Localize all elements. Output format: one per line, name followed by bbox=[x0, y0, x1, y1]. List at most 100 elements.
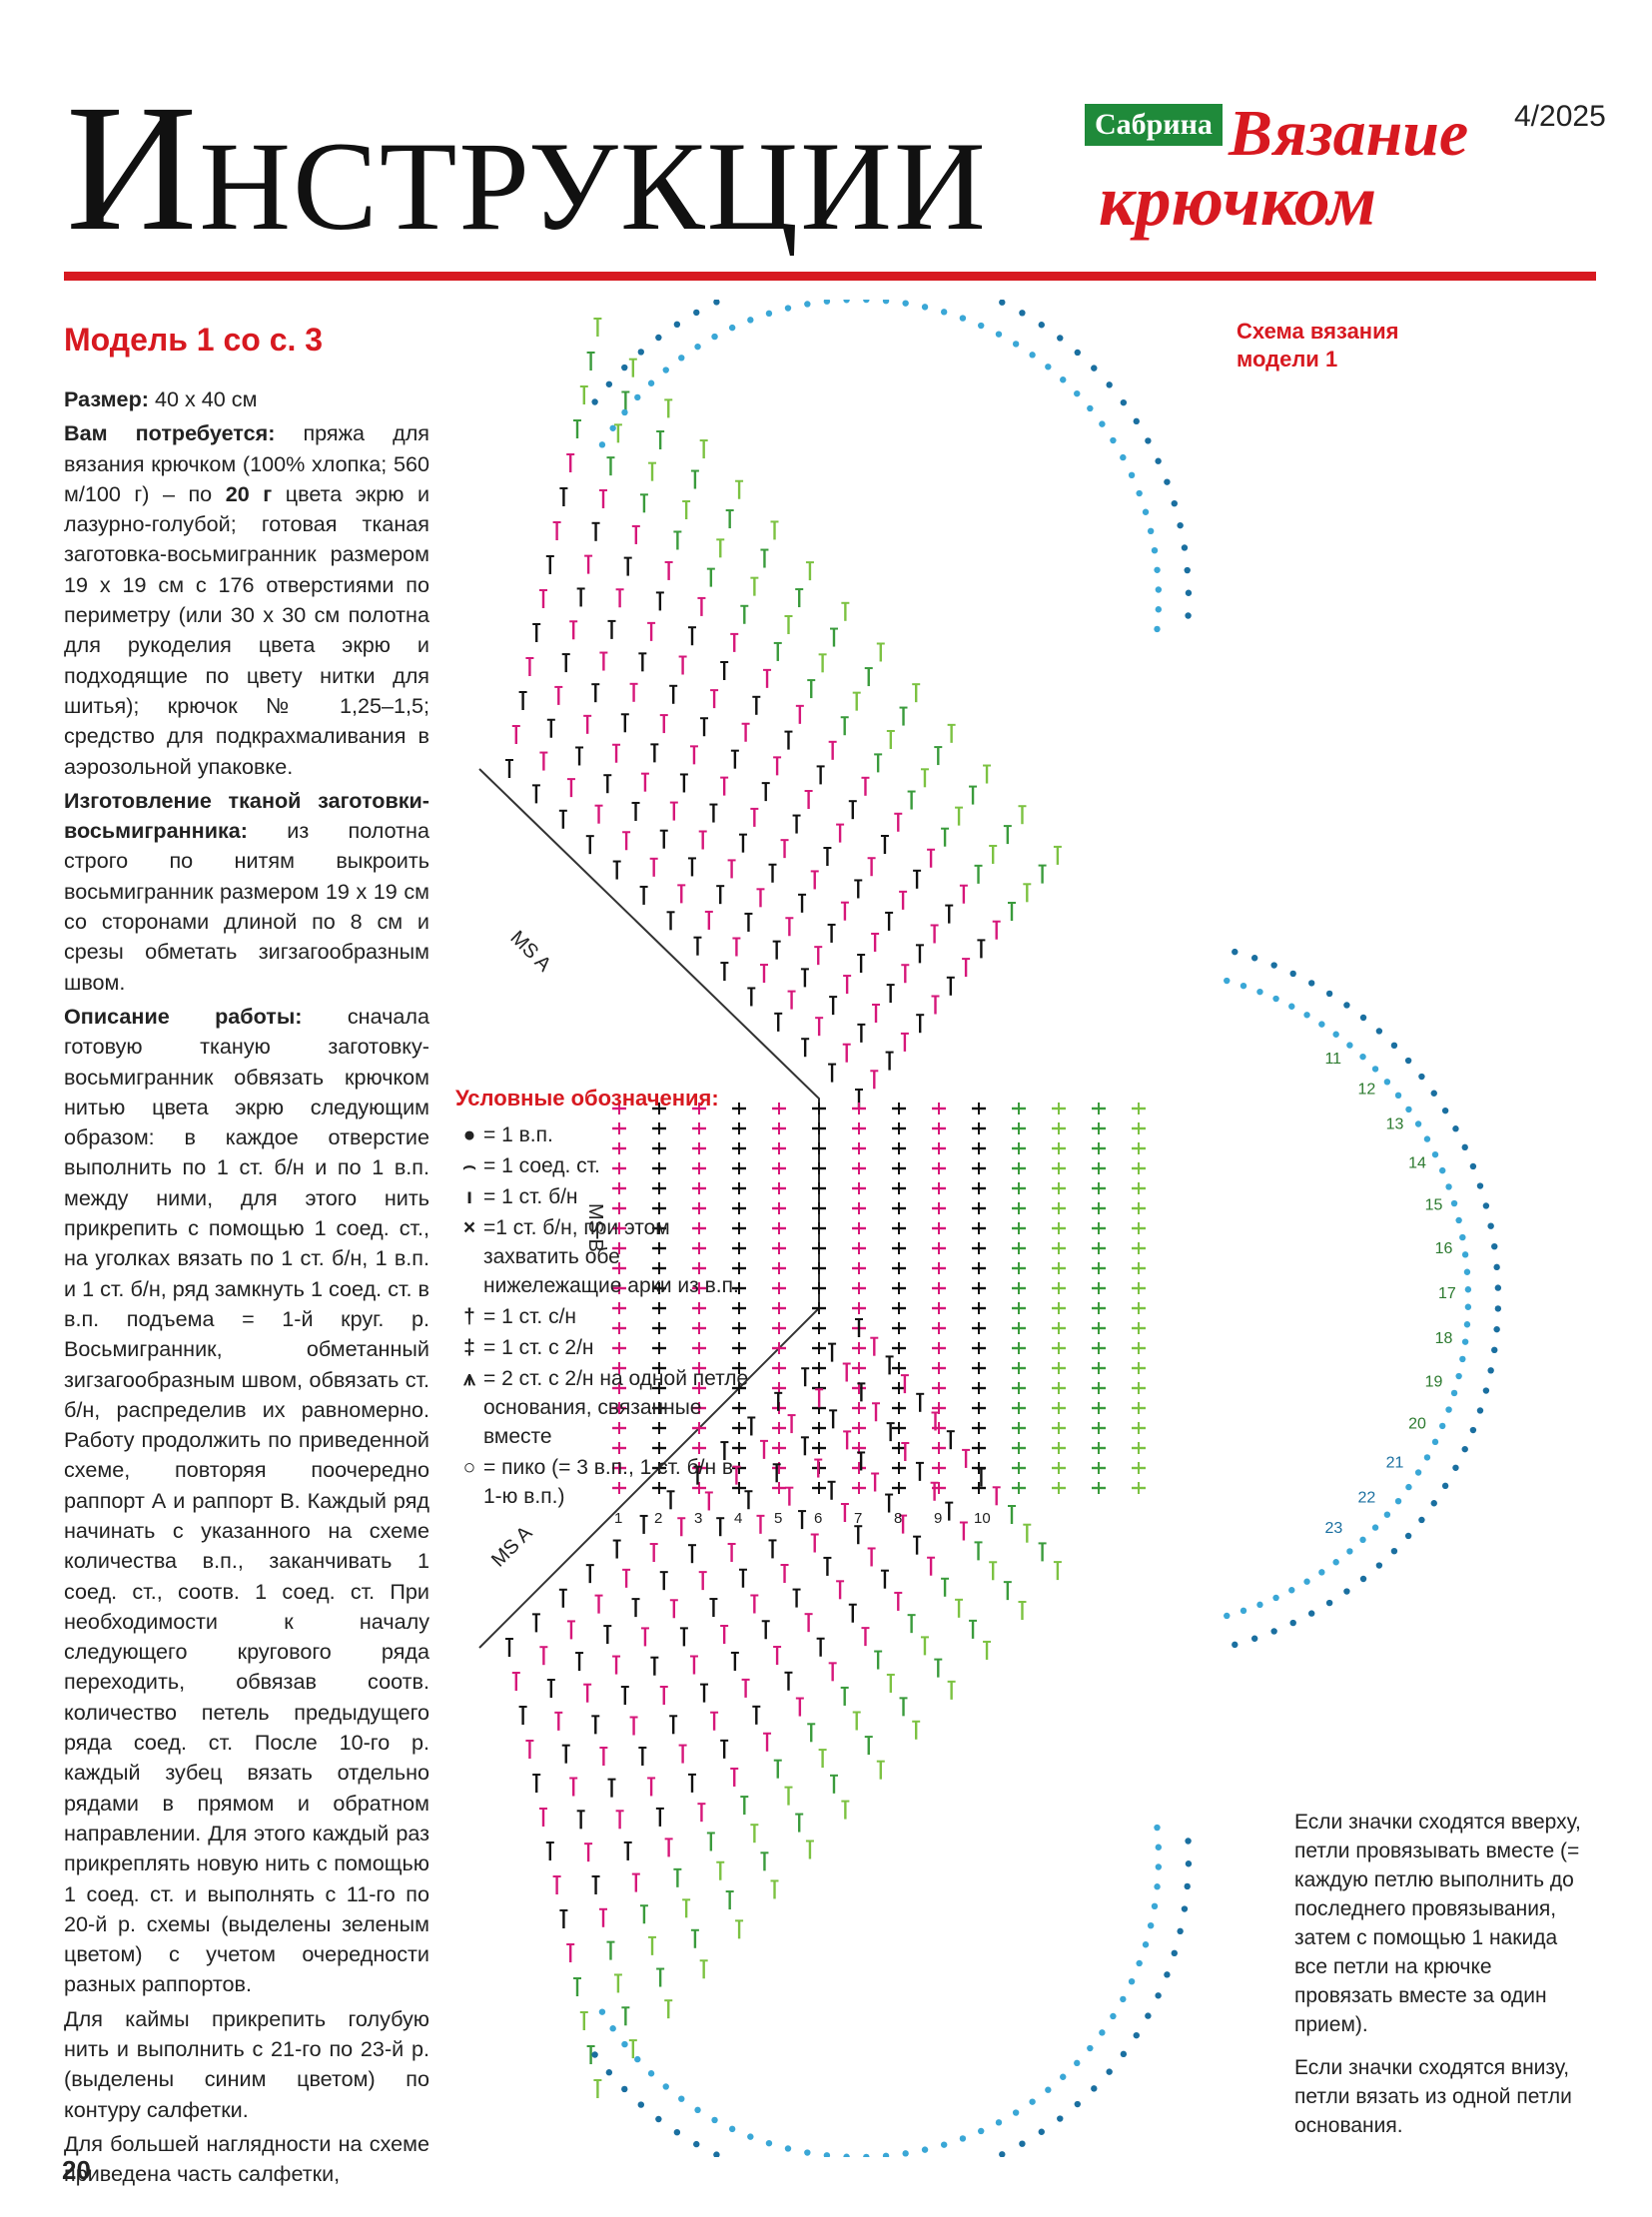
chain-dot bbox=[823, 300, 831, 305]
row-number: 17 bbox=[1438, 1285, 1456, 1302]
chain-dot bbox=[1177, 1927, 1184, 1935]
chain-dot bbox=[673, 321, 681, 329]
chain-dot bbox=[1120, 1995, 1127, 2003]
chain-dot bbox=[1404, 1057, 1412, 1065]
chain-dot bbox=[1120, 398, 1128, 406]
legend-text: = пико (= 3 в.п., 1 ст. б/н в 1-ю в.п.) bbox=[483, 1456, 734, 1508]
chain-dot bbox=[1060, 2073, 1067, 2080]
chain-dot bbox=[1272, 995, 1279, 1003]
chain-dot bbox=[1450, 1389, 1458, 1397]
chain-dot bbox=[1445, 1183, 1452, 1190]
chain-dot bbox=[1359, 1014, 1367, 1022]
chain-dot bbox=[609, 2025, 616, 2032]
legend-symbol-icon: ⌢ bbox=[462, 1154, 476, 1177]
chain-dot bbox=[1430, 1090, 1437, 1097]
chain-dot bbox=[1250, 955, 1258, 962]
chain-dot bbox=[1476, 1182, 1484, 1189]
chain-dot bbox=[1494, 1284, 1502, 1291]
chain-dot bbox=[1145, 2012, 1152, 2019]
page-number: 20 bbox=[62, 2155, 91, 2185]
chain-dot bbox=[621, 2040, 628, 2048]
inner-row-number: 2 bbox=[654, 1510, 662, 1527]
chain-dot bbox=[995, 2119, 1003, 2126]
chain-dot bbox=[1147, 1921, 1155, 1929]
issue-number: 4/2025 bbox=[1514, 100, 1606, 133]
chain-dot bbox=[694, 343, 701, 351]
chain-dot bbox=[1029, 2098, 1036, 2105]
chain-dot bbox=[711, 333, 718, 341]
chain-dot bbox=[1177, 521, 1184, 529]
chain-dot bbox=[1120, 453, 1127, 461]
chain-dot bbox=[1455, 1216, 1462, 1224]
chain-dot bbox=[1171, 499, 1178, 507]
chain-dot bbox=[655, 334, 662, 342]
chain-dot bbox=[1375, 1028, 1383, 1035]
chain-dot bbox=[999, 300, 1006, 306]
chain-dot bbox=[1087, 2044, 1094, 2052]
chain-dot bbox=[1455, 1372, 1462, 1380]
inner-row-number: 9 bbox=[934, 1510, 942, 1527]
chain-dot bbox=[1445, 1406, 1452, 1413]
chain-dot bbox=[1461, 1338, 1469, 1345]
chain-dot bbox=[1346, 1042, 1353, 1049]
chain-dot bbox=[1318, 1569, 1325, 1576]
row-number: 15 bbox=[1425, 1196, 1443, 1213]
legend-item: ○= пико (= 3 в.п., 1 ст. б/н в 1-ю в.п.) bbox=[455, 1453, 755, 1511]
chain-dot bbox=[605, 2069, 613, 2076]
brand-logo: Сабрина bbox=[1085, 104, 1223, 146]
chain-dot bbox=[1250, 1635, 1258, 1642]
note-paragraph-2: Если значки сходятся внизу, петли вязать… bbox=[1294, 2056, 1572, 2137]
legend-item: ×=1 ст. б/н, при этом захватить обе ниже… bbox=[455, 1213, 755, 1300]
chain-dot bbox=[1272, 1594, 1279, 1602]
chain-dot bbox=[1038, 322, 1045, 329]
legend-title: Условные обозначения: bbox=[455, 1086, 719, 1110]
chain-dot bbox=[1232, 1641, 1239, 1649]
chain-dot bbox=[1154, 1883, 1161, 1890]
chain-dot bbox=[694, 2106, 701, 2114]
repeat-label: MS A bbox=[505, 927, 555, 977]
chain-dot bbox=[1155, 586, 1163, 593]
row-number: 13 bbox=[1386, 1116, 1404, 1133]
chain-dot bbox=[1154, 566, 1161, 573]
chain-dot bbox=[804, 301, 811, 308]
chain-dot bbox=[1164, 478, 1171, 485]
chain-dot bbox=[1418, 1516, 1425, 1524]
chain-dot bbox=[1091, 365, 1098, 371]
chain-dot bbox=[1185, 612, 1192, 619]
legend-symbol-icon: × bbox=[462, 1216, 476, 1239]
chain-dot bbox=[647, 2070, 655, 2077]
chain-dot bbox=[1439, 1422, 1446, 1430]
chain-dot bbox=[1459, 1233, 1466, 1241]
chain-dot bbox=[1493, 1263, 1500, 1271]
chain-dot bbox=[621, 408, 628, 416]
chain-dot bbox=[1091, 2085, 1098, 2092]
chain-dot bbox=[655, 2115, 662, 2123]
chain-dot bbox=[1145, 437, 1152, 444]
chain-dot bbox=[1476, 1407, 1484, 1414]
legend-text: = 1 ст. с/н bbox=[483, 1305, 577, 1328]
chain-dot bbox=[1325, 990, 1333, 998]
inner-row-number: 8 bbox=[894, 1510, 902, 1527]
chain-dot bbox=[1256, 988, 1263, 996]
chain-dot bbox=[1154, 625, 1161, 633]
chain-dot bbox=[728, 2125, 736, 2133]
row-number: 11 bbox=[1324, 1051, 1341, 1068]
row-number: 20 bbox=[1408, 1415, 1426, 1432]
chain-dot bbox=[1343, 1002, 1350, 1009]
row-number: 21 bbox=[1386, 1454, 1404, 1471]
chain-dot bbox=[1184, 566, 1191, 574]
legend-item: ⌢= 1 соед. ст. bbox=[455, 1151, 755, 1180]
chain-dot bbox=[1394, 1092, 1402, 1100]
chain-dot bbox=[1469, 1162, 1477, 1170]
chain-dot bbox=[1371, 1524, 1379, 1531]
chain-dot bbox=[1494, 1305, 1502, 1312]
legend-symbol-icon: ‡ bbox=[463, 1336, 475, 1359]
legend-item: ı= 1 ст. б/н bbox=[455, 1182, 755, 1211]
chain-dot bbox=[1151, 546, 1159, 554]
chain-dot bbox=[921, 304, 929, 311]
chain-dot bbox=[1491, 1346, 1498, 1354]
note-paragraph-1: Если значки сходятся вверху, петли провя… bbox=[1294, 1811, 1581, 2036]
instructions-text: Размер: 40 х 40 см Вам потребуется: пряж… bbox=[64, 384, 429, 2194]
chain-dot bbox=[1375, 1562, 1383, 1569]
chain-dot bbox=[1307, 1610, 1315, 1617]
